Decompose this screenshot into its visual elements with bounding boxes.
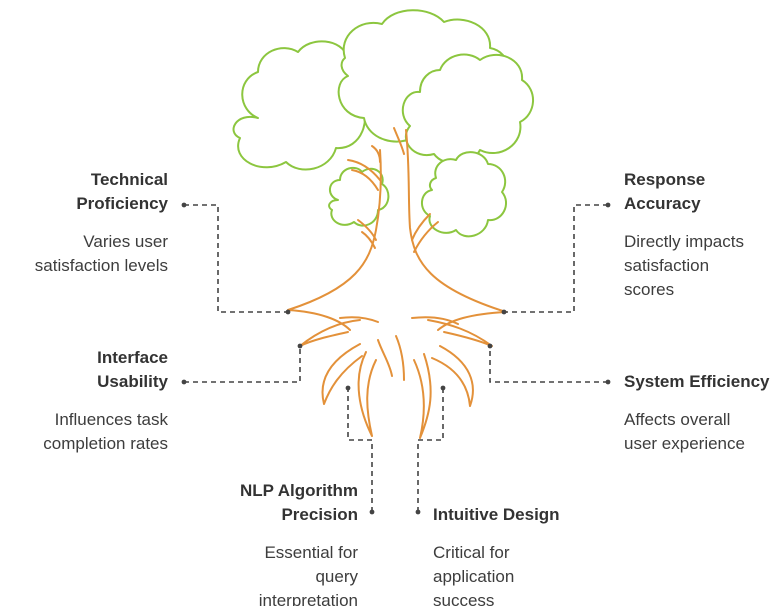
tree-canopy — [232, 9, 534, 238]
root-left-outer — [299, 319, 361, 347]
description-line: success — [433, 591, 495, 606]
system-efficiency-description: Affects overall user experience — [624, 408, 782, 456]
branch-left-lower — [357, 219, 377, 249]
root-left-2 — [357, 351, 377, 437]
title-line: Precision — [281, 505, 358, 524]
dot-interface-usability-root — [297, 343, 303, 349]
tree-trunk-roots — [287, 127, 507, 439]
root-right-outer — [427, 319, 493, 347]
connector-dots — [181, 202, 611, 515]
connector-intuitive-design — [417, 388, 444, 512]
description-line: satisfaction — [624, 256, 710, 275]
title-line: System Efficiency — [624, 372, 770, 391]
title-line: Response — [624, 170, 706, 189]
connector-interface-usability — [184, 346, 301, 383]
technical-proficiency-title: Technical Proficiency — [0, 168, 168, 216]
roots-base — [287, 309, 507, 331]
label-response-accuracy: Response Accuracy Directly impacts satis… — [624, 168, 779, 302]
response-accuracy-title: Response Accuracy — [624, 168, 779, 216]
dot-technical-proficiency-end — [181, 202, 187, 208]
interface-usability-description: Influences task completion rates — [0, 408, 168, 456]
root-right-2 — [413, 353, 432, 439]
label-system-efficiency: System Efficiency Affects overall user e… — [624, 370, 782, 456]
description-line: query — [315, 567, 358, 586]
branch-right — [411, 213, 439, 253]
nlp-algorithm-precision-title: NLP Algorithm Precision — [158, 479, 358, 527]
description-line: Critical for — [433, 543, 510, 562]
description-line: satisfaction levels — [34, 256, 168, 275]
connector-response-accuracy — [504, 204, 608, 313]
title-line: Intuitive Design — [433, 505, 560, 524]
dot-nlp-root — [345, 385, 351, 391]
label-technical-proficiency: Technical Proficiency Varies user satisf… — [0, 168, 168, 278]
root-left-1 — [321, 343, 363, 405]
description-line: scores — [624, 280, 675, 299]
trunk-outline-right — [405, 129, 507, 313]
connectors — [184, 204, 608, 512]
dot-intuitive-end — [415, 509, 421, 515]
description-line: Varies user — [83, 232, 168, 251]
intuitive-design-description: Critical for application success — [433, 541, 633, 606]
description-line: Directly impacts — [624, 232, 744, 251]
description-line: Influences task — [54, 410, 168, 429]
description-line: completion rates — [43, 434, 168, 453]
dot-response-end — [605, 202, 611, 208]
description-line: user experience — [624, 434, 745, 453]
title-line: NLP Algorithm — [239, 481, 358, 500]
system-efficiency-title: System Efficiency — [624, 370, 782, 394]
title-line: Interface — [97, 348, 168, 367]
title-line: Usability — [97, 372, 168, 391]
dot-intuitive-root — [440, 385, 446, 391]
root-curls — [339, 316, 459, 325]
connector-system-efficiency — [489, 346, 608, 383]
title-line: Proficiency — [76, 194, 168, 213]
label-intuitive-design: Intuitive Design Critical for applicatio… — [433, 503, 633, 606]
intuitive-design-title: Intuitive Design — [433, 503, 633, 527]
response-accuracy-description: Directly impacts satisfaction scores — [624, 230, 779, 302]
canopy-cloud-small-right — [421, 151, 507, 238]
nlp-algorithm-precision-description: Essential for query interpretation — [158, 541, 358, 606]
dot-technical-proficiency-root — [285, 309, 291, 315]
dot-nlp-end — [369, 509, 375, 515]
title-line: Accuracy — [624, 194, 701, 213]
branch-left — [347, 159, 381, 191]
branch-top — [371, 127, 405, 163]
dot-interface-usability-end — [181, 379, 187, 385]
interface-usability-title: Interface Usability — [0, 346, 168, 394]
label-nlp-algorithm-precision: NLP Algorithm Precision Essential for qu… — [158, 479, 358, 606]
connector-nlp-algorithm-precision — [347, 388, 373, 512]
description-line: Affects overall — [624, 410, 731, 429]
connector-technical-proficiency — [184, 204, 288, 313]
label-interface-usability: Interface Usability Influences task comp… — [0, 346, 168, 456]
trunk-outline-left — [287, 149, 382, 311]
description-line: interpretation — [258, 591, 358, 606]
dot-system-root — [487, 343, 493, 349]
title-line: Technical — [90, 170, 168, 189]
description-line: Essential for — [264, 543, 358, 562]
dot-system-end — [605, 379, 611, 385]
technical-proficiency-description: Varies user satisfaction levels — [0, 230, 168, 278]
root-right-1 — [431, 345, 474, 407]
dot-response-root — [501, 309, 507, 315]
canopy-cloud-right — [401, 53, 534, 165]
root-center — [377, 335, 405, 381]
description-line: application — [433, 567, 515, 586]
